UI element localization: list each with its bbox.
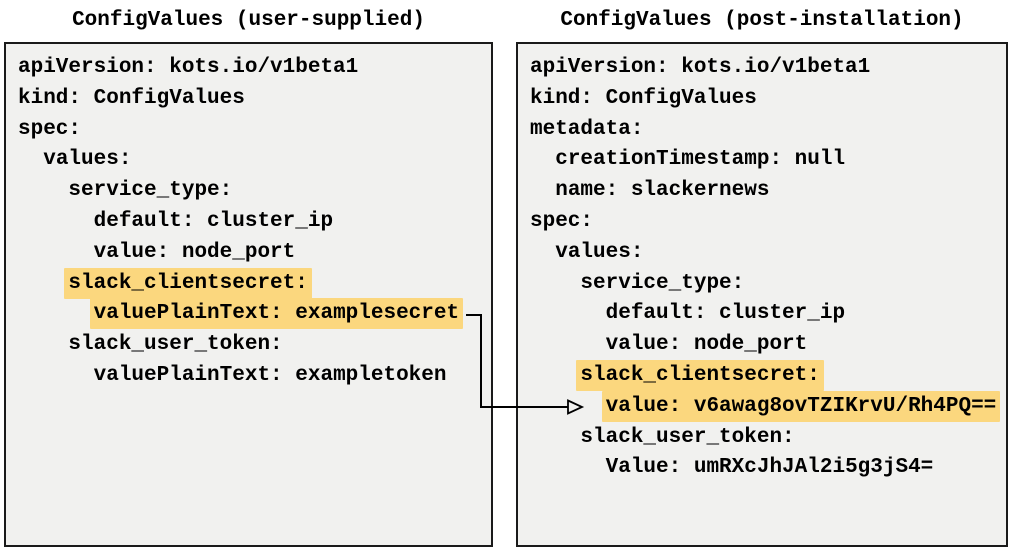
code-text: service_type: xyxy=(68,179,233,203)
code-line: values: xyxy=(530,238,1006,269)
code-text: kind: ConfigValues xyxy=(18,86,245,110)
code-line: valuePlainText: examplesecret xyxy=(18,298,491,330)
code-line: kind: ConfigValues xyxy=(530,84,1006,115)
code-line: creationTimestamp: null xyxy=(530,145,1006,176)
code-line: spec: xyxy=(18,115,491,146)
code-line: apiVersion: kots.io/v1beta1 xyxy=(18,53,491,84)
code-line: value: v6awag8ovTZIKrvU/Rh4PQ== xyxy=(530,390,1006,423)
code-line: value: node_port xyxy=(18,238,491,269)
highlighted-text: slack_clientsecret: xyxy=(64,267,312,299)
highlighted-text: slack_clientsecret: xyxy=(576,359,824,391)
code-text: spec: xyxy=(530,209,594,233)
code-line: apiVersion: kots.io/v1beta1 xyxy=(530,53,1006,84)
code-line: value: node_port xyxy=(530,330,1006,361)
code-line: name: slackernews xyxy=(530,176,1006,207)
highlighted-text: value: v6awag8ovTZIKrvU/Rh4PQ== xyxy=(601,390,1001,422)
panel-body-user-supplied: apiVersion: kots.io/v1beta1 kind: ConfigV… xyxy=(18,53,491,392)
code-text: apiVersion: kots.io/v1beta1 xyxy=(530,56,871,79)
code-text: name: slackernews xyxy=(555,179,770,203)
panel-title-user-supplied: ConfigValues (user-supplied) xyxy=(72,9,425,32)
code-text: values: xyxy=(555,240,644,264)
code-text: kind: ConfigValues xyxy=(530,86,757,110)
code-text: values: xyxy=(43,148,132,172)
panel-title-post-installation: ConfigValues (post-installation) xyxy=(560,9,964,32)
code-line: metadata: xyxy=(530,115,1006,146)
code-line: values: xyxy=(18,145,491,176)
code-text: metadata: xyxy=(530,117,644,141)
code-line: spec: xyxy=(530,207,1006,238)
code-line: Value: umRXcJhJAl2i5g3jS4= xyxy=(530,453,1006,484)
code-line: slack_user_token: xyxy=(18,330,491,361)
code-text: default: cluster_ip xyxy=(93,209,334,233)
code-line: slack_clientsecret: xyxy=(18,267,491,300)
code-text: valuePlainText: exampletoken xyxy=(93,363,447,387)
code-line: default: cluster_ip xyxy=(530,299,1006,330)
code-text: apiVersion: kots.io/v1beta1 xyxy=(18,56,359,79)
code-text: slack_user_token: xyxy=(580,425,795,449)
code-line: kind: ConfigValues xyxy=(18,84,491,115)
code-text: slack_user_token: xyxy=(68,333,283,357)
code-line: service_type: xyxy=(530,269,1006,300)
highlighted-text: valuePlainText: examplesecret xyxy=(89,298,464,330)
code-line: slack_clientsecret: xyxy=(530,359,1006,392)
code-text: value: node_port xyxy=(93,240,296,264)
code-text: default: cluster_ip xyxy=(605,302,846,326)
code-text: Value: umRXcJhJAl2i5g3jS4= xyxy=(605,456,934,480)
panel-user-supplied: apiVersion: kots.io/v1beta1 kind: ConfigV… xyxy=(4,42,493,547)
code-line: service_type: xyxy=(18,176,491,207)
code-text: creationTimestamp: null xyxy=(555,148,846,172)
code-text: spec: xyxy=(18,117,82,141)
code-text: value: node_port xyxy=(605,333,808,357)
code-text: service_type: xyxy=(580,271,745,295)
code-line: valuePlainText: exampletoken xyxy=(18,361,491,392)
panel-body-post-installation: apiVersion: kots.io/v1beta1 kind: ConfigV… xyxy=(530,53,1006,484)
panel-post-installation: apiVersion: kots.io/v1beta1 kind: ConfigV… xyxy=(516,42,1008,547)
code-line: default: cluster_ip xyxy=(18,207,491,238)
code-line: slack_user_token: xyxy=(530,423,1006,454)
